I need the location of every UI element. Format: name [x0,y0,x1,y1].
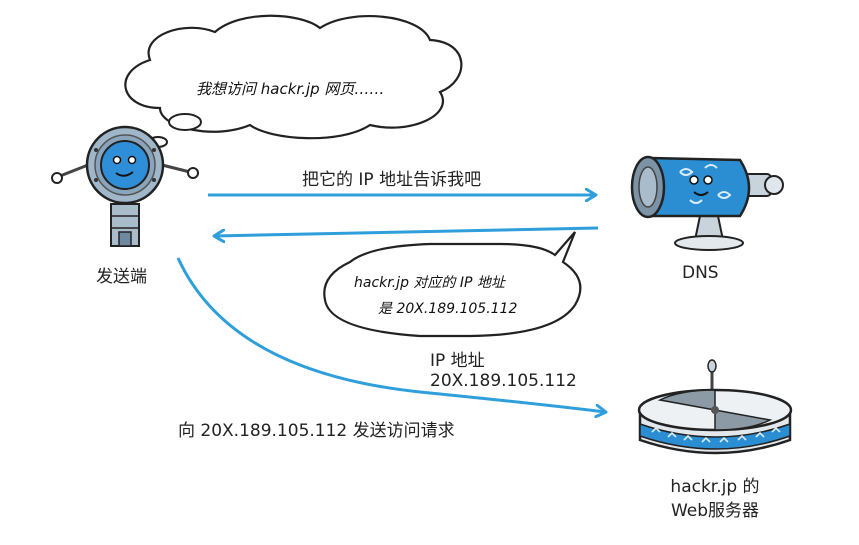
client-robot-icon [51,125,199,247]
query-arrow-label: 把它的 IP 地址告诉我吧 [302,170,482,190]
dns-reply-line1: hackr.jp 对应的 IP 地址 [354,275,505,291]
thought-bubble [124,14,463,148]
dns-reply-bubble [323,231,582,338]
thought-text: 我想访问 hackr.jp 网页…… [196,80,385,98]
dns-label: DNS [682,263,719,283]
request-arrow-label: 向 20X.189.105.112 发送访问请求 [178,421,455,441]
server-label-line1: hackr.jp 的 [670,477,760,497]
server-label-line2: Web服务器 [670,501,760,521]
dns-server-icon [630,155,784,251]
ip-label-line1: IP 地址 [430,351,485,371]
request-arrow [176,257,605,412]
client-label: 发送端 [96,267,147,287]
ip-label-line2: 20X.189.105.112 [430,371,577,391]
dns-reply-line2: 是 20X.189.105.112 [378,301,518,317]
web-server-icon [637,359,793,455]
response-arrow [215,226,599,236]
